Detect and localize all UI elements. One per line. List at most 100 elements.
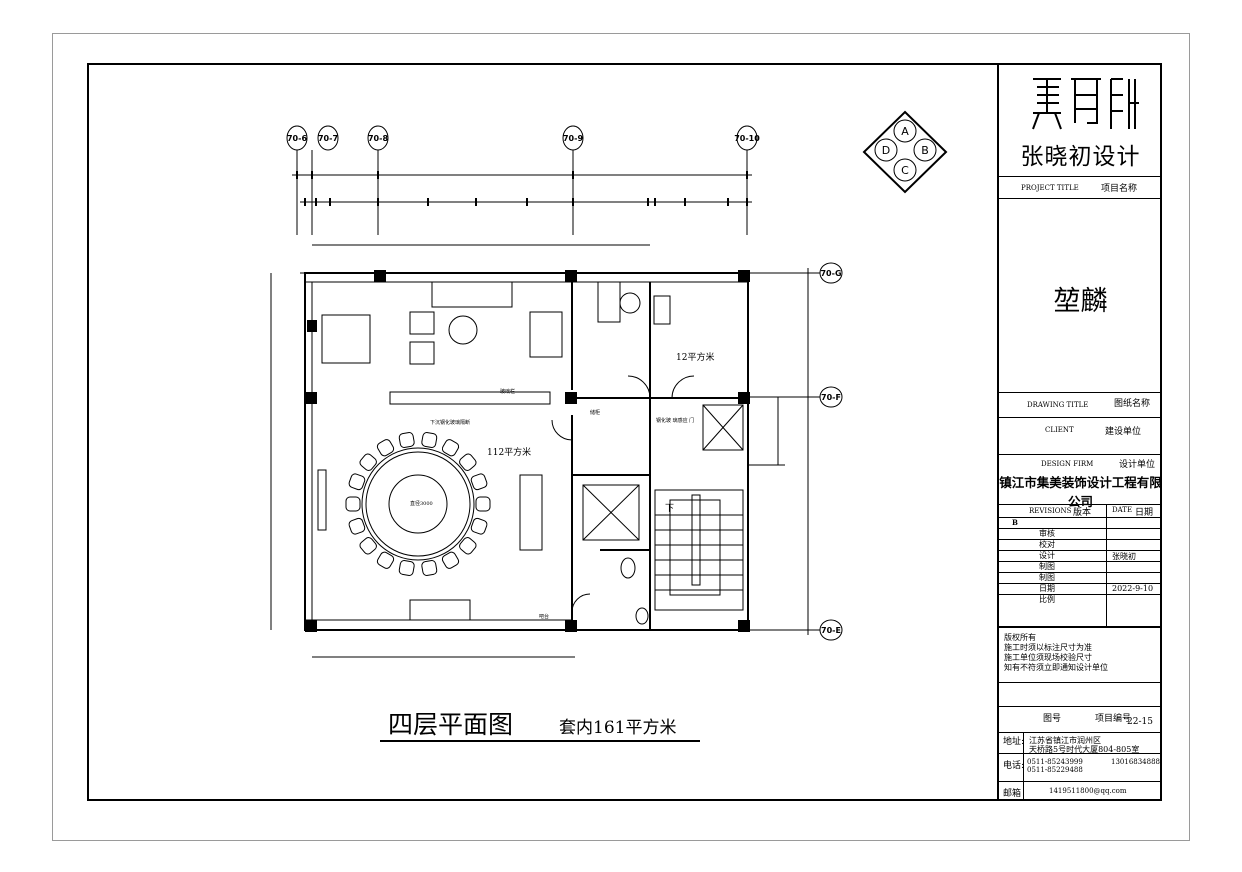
project-title-en: PROJECT TITLE [1021,184,1079,192]
client-row: CLIENT 建设单位 [999,417,1162,454]
rev-row-4-label: 制图 [1039,562,1055,571]
drawing-number-row: 图号 项目编号 22-15 [999,706,1162,732]
rev-row-3-label: 设计 [1039,551,1055,560]
drawing-no-cn: 图号 [1043,714,1062,724]
dining-chair [459,537,477,555]
dining-chair [470,517,488,535]
stairs-note: 钢化玻 璃感应 门 [656,417,694,424]
rev-row-6-label: 日期 [1039,584,1055,593]
logo: 张晓初设计 [999,63,1162,175]
axis-label-70-6: 70-6 [287,134,307,143]
cabinet-label: 储柜 [590,409,600,416]
rev-row-3-value: 张晓初 [1112,552,1136,561]
compass-d: D [882,144,890,157]
dining-chair [421,432,438,448]
title-underline [380,740,700,742]
rev-row-5: 制图 [999,572,1162,583]
dining-chair [441,439,460,457]
round-dining-table [361,447,475,561]
design-firm-en: DESIGN FIRM [1041,460,1094,468]
revisions-divider [1106,504,1107,626]
note-2: 施工单位须现场校验尺寸 [1004,653,1092,662]
bar-label: 吧台 [539,613,549,620]
mobile: 13016834888 [1111,758,1160,766]
rev-row-2-label: 校对 [1039,540,1055,549]
compass [862,110,948,194]
rev-row-6: 日期 2022-9-10 [999,583,1162,594]
rev-row-7-label: 比例 [1039,595,1055,604]
rev-row-4: 制图 [999,561,1162,572]
axis-label-70-7: 70-7 [318,134,338,143]
project-title-cn: 项目名称 [1101,184,1138,194]
compass-c: C [901,164,909,177]
axis-label-70-f: 70-F [821,393,841,402]
logo-text: 张晓初设计 [1020,144,1141,170]
axis-bubbles-top [286,125,758,274]
dining-chair [345,496,361,512]
round-table-label: 直径3000 [410,500,433,507]
drawing-title-row: DRAWING TITLE 图纸名称 [999,392,1162,417]
area-small-label: 12平方米 [676,351,714,363]
axis-bubbles-right [270,262,843,658]
dining-chair [459,453,477,471]
drawing-title-en: DRAWING TITLE [1027,401,1089,409]
rev-row-5-label: 制图 [1039,573,1055,582]
compass-b: B [921,144,929,157]
phone-2: 0511-85229488 [1027,766,1083,774]
revisions-en: REVISIONS [1029,507,1072,515]
rail-label: 玻璃栏 [500,388,515,395]
rev-row-1: 审核 [999,528,1162,539]
drawing-subtitle: 套内161平方米 [559,718,677,738]
beam-note: 下沉钢化玻璃隔断 [430,419,470,426]
fine-print-row [999,682,1162,706]
dining-chair [475,496,491,512]
axis-label-70-e: 70-E [821,626,841,635]
title-block: 张晓初设计 PROJECT TITLE 项目名称 堃麟 DRAWING TITL… [997,63,1162,801]
area-main-label: 112平方米 [487,446,531,458]
date-en: DATE [1112,506,1133,514]
drawing-title: 四层平面图 [388,710,514,739]
design-firm-cn: 设计单位 [1119,460,1156,470]
rev-row-6-value: 2022-9-10 [1112,584,1154,593]
revision-letter-row: B [999,517,1162,528]
staircase [654,489,744,611]
compass-a: A [901,125,909,138]
dining-chair [470,473,488,491]
sheet-border [52,33,1190,841]
axis-label-70-9: 70-9 [563,134,583,143]
axis-label-70-g: 70-G [820,269,841,278]
revisions-cn: 版本 [1073,508,1092,518]
columns [305,270,750,632]
email-row: 邮箱 1419511800@qq.com [999,781,1162,799]
note-3: 知有不符须立即通知设计单位 [1004,663,1108,672]
dining-chair [359,537,377,555]
dining-chair [421,560,438,576]
dining-chair [359,453,377,471]
address-row: 地址: 江苏省镇江市润州区 天桥路5号时代大厦804-805室 [999,732,1162,754]
phone-row: 电话: 0511-85243999 0511-85229488 13016834… [999,753,1162,781]
note-1: 施工时须以标注尺寸为准 [1004,643,1092,652]
axis-label-70-8: 70-8 [368,134,388,143]
logo-glyphs-icon [1032,78,1139,130]
dining-chair [348,517,366,535]
revision-letter: B [1012,518,1018,527]
client-en: CLIENT [1045,426,1074,434]
email: 1419511800@qq.com [1049,787,1127,795]
dining-chair [376,439,395,457]
axis-label-70-10: 70-10 [734,134,760,143]
phone-1: 0511-85243999 [1027,758,1083,766]
design-firm-row: DESIGN FIRM 设计单位 镇江市集美装饰设计工程有限公司 [999,454,1162,509]
address-line-2: 天桥路5号时代大厦804-805室 [1029,745,1140,754]
project-name-row: 堃麟 [999,198,1162,392]
address-label: 地址: [1003,737,1025,747]
rev-row-3: 设计 张晓初 [999,550,1162,561]
date-cn: 日期 [1135,508,1154,518]
dining-chair [376,551,395,569]
dining-chair [398,560,415,576]
dining-chair [398,432,415,448]
copyright-label: 版权所有 [1004,633,1036,642]
firm-name: 镇江市集美装饰设计工程有限公司 [999,475,1162,509]
label-divider [1023,732,1024,799]
address-line-1: 江苏省镇江市润州区 [1029,736,1101,745]
